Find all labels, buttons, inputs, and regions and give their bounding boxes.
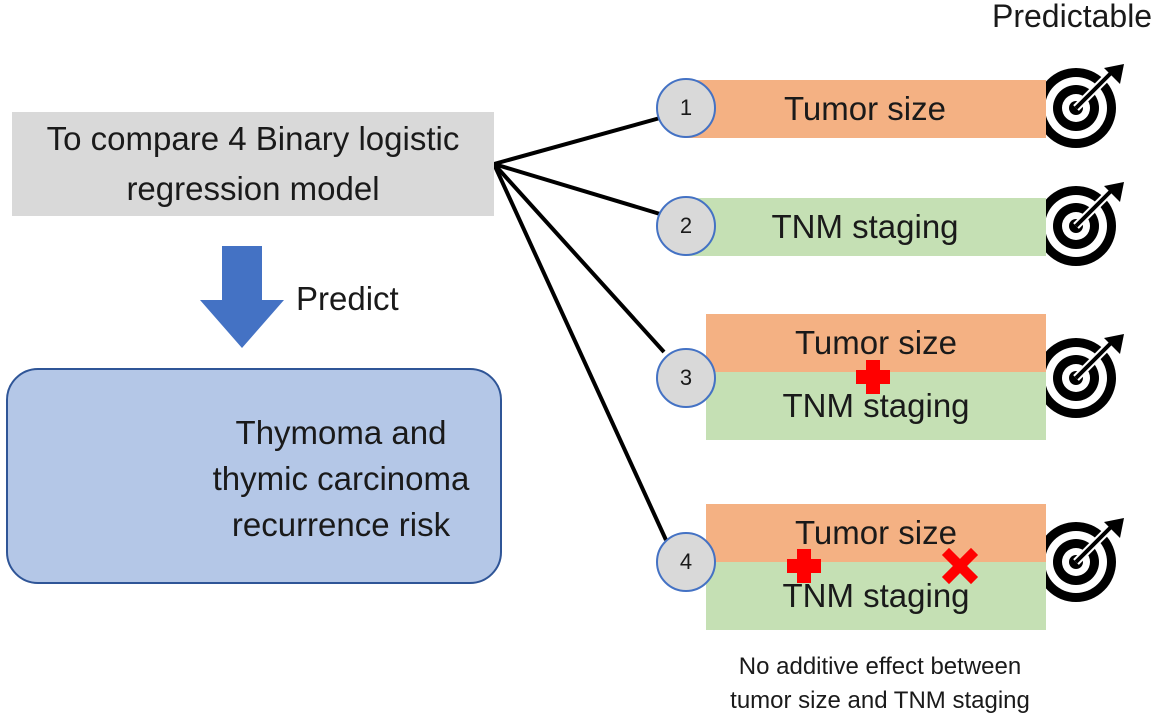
target-icon-3: [1036, 334, 1124, 418]
outcome-line1: Thymoma and: [235, 414, 447, 451]
model-3-tumor-size-bar: Tumor size: [706, 314, 1046, 372]
predictable-label: Predictable: [992, 0, 1153, 34]
note-line2: tumor size and TNM staging: [730, 687, 1030, 714]
model-4-tnm-bar: TNM staging: [706, 562, 1046, 630]
model-1-tumor-size-bar: Tumor size: [684, 80, 1046, 138]
model-3-number-badge: 3: [656, 348, 716, 408]
model-3-tnm-bar: TNM staging: [706, 372, 1046, 440]
model-2-tnm-bar: TNM staging: [684, 198, 1046, 256]
model-2-tnm-label: TNM staging: [771, 208, 959, 245]
target-icon-2: [1036, 182, 1124, 266]
model-3-tnm-label: TNM staging: [782, 387, 970, 424]
down-arrow-icon: [200, 246, 284, 348]
outcome-box: [6, 368, 502, 584]
model-4-number-badge: 4: [656, 532, 716, 592]
model-3-number: 3: [679, 365, 693, 390]
outcome-line2: thymic carcinoma: [212, 460, 470, 497]
note-line1: No additive effect between: [738, 653, 1022, 680]
model-4-tnm-label: TNM staging: [782, 577, 970, 614]
model-3-tumor-size-label: Tumor size: [795, 324, 957, 361]
compare-box-line2: regression model: [126, 170, 380, 207]
connector-lines: [492, 116, 668, 541]
compare-box-line1: To compare 4 Binary logistic: [46, 120, 460, 157]
target-icon-4: [1036, 518, 1124, 602]
outcome-text: Thymoma and thymic carcinoma recurrence …: [196, 410, 486, 548]
model-4-number: 4: [679, 549, 693, 574]
model-4-tumor-size-label: Tumor size: [795, 514, 957, 551]
compare-box: To compare 4 Binary logistic regression …: [12, 112, 494, 216]
model-2-number: 2: [679, 213, 693, 238]
connector-2: [493, 162, 661, 216]
model-1-tumor-size-label: Tumor size: [784, 90, 946, 127]
outcome-line3: recurrence risk: [231, 506, 451, 543]
no-additive-effect-note: No additive effect between tumor size an…: [700, 650, 1060, 718]
connector-1: [493, 116, 661, 166]
connector-3: [492, 162, 666, 354]
model-4-tumor-size-bar: Tumor size: [706, 504, 1046, 562]
connector-4: [492, 163, 668, 541]
model-1-number: 1: [679, 95, 693, 120]
predict-label: Predict: [296, 280, 399, 317]
model-1-number-badge: 1: [656, 78, 716, 138]
model-2-number-badge: 2: [656, 196, 716, 256]
target-icon-1: [1036, 64, 1124, 148]
